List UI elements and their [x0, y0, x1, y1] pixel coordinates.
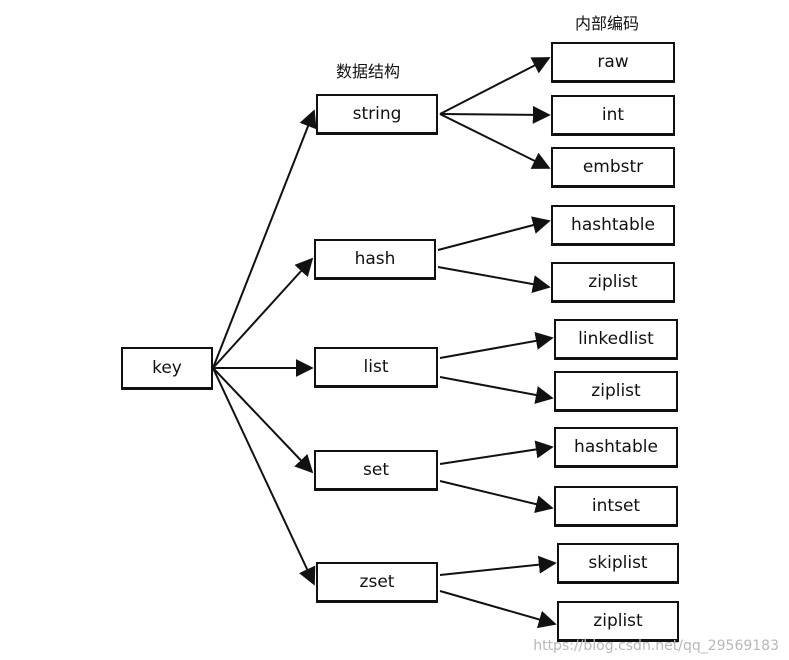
arrow-string-to-raw — [439, 57, 551, 115]
arrow-set-to-hashtable — [439, 440, 554, 465]
arrow-set-to-intset — [439, 480, 554, 513]
arrow-key-to-set — [212, 367, 314, 474]
zset-ziplist-encoding-node: ziplist — [557, 601, 679, 641]
zset-structure-node: zset — [316, 562, 438, 602]
zset-skiplist-encoding-node: skiplist — [557, 543, 679, 583]
list-structure-node: list — [314, 347, 438, 387]
key-node: key — [121, 347, 213, 389]
arrow-list-to-ziplist — [439, 376, 554, 404]
arrow-list-to-linkedlist — [439, 331, 554, 359]
arrow-key-to-hash — [212, 257, 314, 369]
set-structure-node: set — [314, 450, 438, 490]
hash-hashtable-encoding-node: hashtable — [551, 205, 675, 245]
embstr-encoding-node: embstr — [551, 147, 675, 187]
csdn-watermark: https://blog.csdn.net/qq_29569183 — [533, 638, 779, 654]
arrow-zset-to-skiplist — [439, 555, 557, 576]
arrow-zset-to-ziplist — [439, 590, 557, 629]
arrow-key-to-zset — [212, 367, 316, 586]
int-encoding-node: int — [551, 95, 675, 135]
data-structure-header: 数据结构 — [336, 62, 401, 81]
hash-structure-node: hash — [314, 239, 436, 279]
set-hashtable-encoding-node: hashtable — [554, 427, 678, 467]
set-intset-encoding-node: intset — [554, 486, 678, 526]
arrow-hash-to-hashtable — [437, 216, 551, 251]
arrow-string-to-embstr — [439, 113, 551, 169]
arrow-hash-to-ziplist — [437, 266, 551, 293]
raw-encoding-node: raw — [551, 42, 675, 82]
string-structure-node: string — [316, 94, 438, 134]
list-ziplist-encoding-node: ziplist — [554, 371, 678, 411]
arrow-key-to-string — [212, 109, 317, 369]
internal-encoding-header: 内部编码 — [575, 14, 640, 33]
list-linkedlist-encoding-node: linkedlist — [554, 319, 678, 359]
arrow-string-to-int — [439, 105, 551, 124]
hash-ziplist-encoding-node: ziplist — [551, 262, 675, 302]
